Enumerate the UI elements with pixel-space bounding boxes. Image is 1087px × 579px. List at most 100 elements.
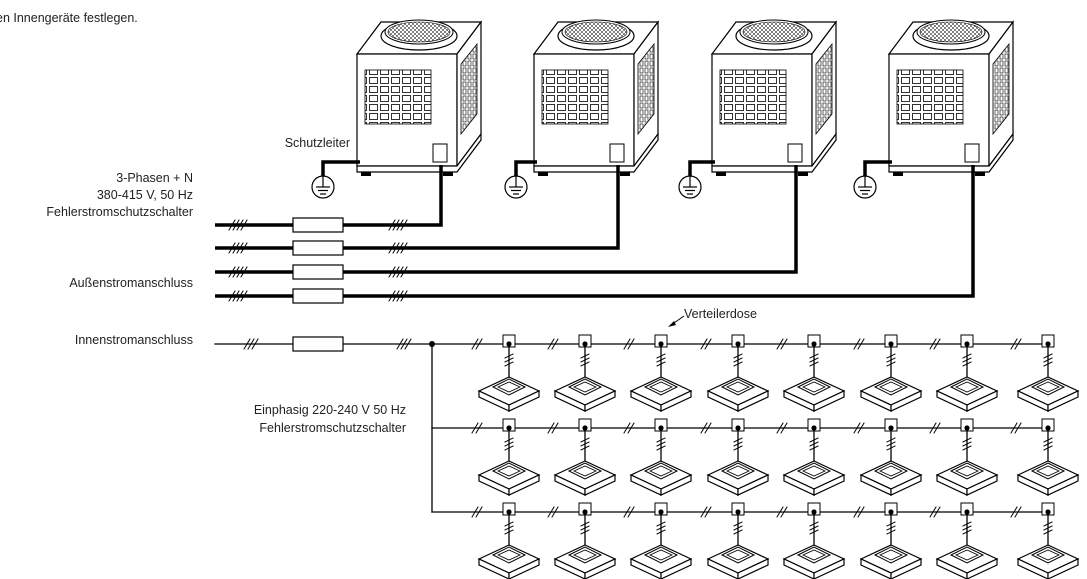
phase-hatch-mark xyxy=(228,242,236,254)
cassette-indoor-unit-icon xyxy=(860,376,922,412)
branch-hatch-mark xyxy=(700,506,708,518)
phase-hatch-mark xyxy=(243,338,251,350)
branch-hatch-mark xyxy=(551,506,559,518)
drop-hatch-mark xyxy=(1043,361,1053,367)
fuse-icon xyxy=(292,217,344,233)
drop-hatch-mark xyxy=(504,361,514,367)
drop-hatch-mark xyxy=(1043,445,1053,451)
label-indoor-supply: Innenstromanschluss xyxy=(75,333,193,347)
drop-hatch-mark xyxy=(1043,441,1053,447)
branch-hatch-mark xyxy=(933,338,941,350)
branch-hatch-mark xyxy=(780,338,788,350)
drop-hatch-mark xyxy=(1043,437,1053,443)
cassette-indoor-unit-icon xyxy=(936,376,998,412)
branch-hatch-mark xyxy=(1014,422,1022,434)
label-junction-box: Verteilerdose xyxy=(684,307,757,321)
phase-hatch-mark xyxy=(388,242,396,254)
phase-hatch-mark xyxy=(232,290,240,302)
drop-hatch-mark xyxy=(809,361,819,367)
outdoor-unit-icon xyxy=(711,19,837,177)
branch-hatch-mark xyxy=(933,422,941,434)
fuse-icon xyxy=(292,240,344,256)
phase-hatch-mark xyxy=(388,266,396,278)
outdoor-supply-line xyxy=(215,165,798,274)
branch-hatch-mark xyxy=(627,506,635,518)
branch-hatch-mark xyxy=(929,422,937,434)
drop-hatch-mark xyxy=(962,361,972,367)
drop-hatch-mark xyxy=(580,525,590,531)
branch-hatch-mark xyxy=(547,422,555,434)
phase-hatch-mark xyxy=(396,219,404,231)
phase-hatch-mark xyxy=(228,219,236,231)
cassette-indoor-unit-icon xyxy=(630,460,692,496)
phase-hatch-mark xyxy=(400,219,408,231)
fuse-icon xyxy=(292,288,344,304)
branch-hatch-mark xyxy=(471,422,479,434)
branch-hatch-mark xyxy=(623,338,631,350)
phase-hatch-mark xyxy=(240,219,248,231)
phase-hatch-mark xyxy=(388,219,396,231)
phase-hatch-mark xyxy=(240,290,248,302)
drop-hatch-mark xyxy=(809,441,819,447)
drop-hatch-mark xyxy=(580,361,590,367)
drop-hatch-mark xyxy=(504,521,514,527)
phase-hatch-mark xyxy=(388,290,396,302)
drop-hatch-mark xyxy=(504,529,514,535)
cassette-indoor-unit-icon xyxy=(1017,460,1079,496)
drop-hatch-mark xyxy=(656,437,666,443)
drop-hatch-mark xyxy=(656,529,666,535)
drop-hatch-mark xyxy=(656,445,666,451)
drop-hatch-mark xyxy=(656,353,666,359)
phase-hatch-mark xyxy=(400,338,408,350)
branch-hatch-mark xyxy=(853,338,861,350)
drop-hatch-mark xyxy=(733,441,743,447)
drop-hatch-mark xyxy=(504,441,514,447)
drop-hatch-mark xyxy=(504,437,514,443)
label-three-phase-3: Fehlerstromschutzschalter xyxy=(46,205,193,219)
cassette-indoor-unit-icon xyxy=(860,460,922,496)
cassette-indoor-unit-icon xyxy=(554,376,616,412)
drop-hatch-mark xyxy=(809,521,819,527)
phase-hatch-mark xyxy=(236,266,244,278)
label-single-phase-1: Einphasig 220-240 V 50 Hz xyxy=(254,403,406,417)
cassette-indoor-unit-icon xyxy=(936,460,998,496)
protective-conductor-line xyxy=(514,160,537,176)
drop-hatch-mark xyxy=(656,357,666,363)
cassette-indoor-unit-icon xyxy=(554,460,616,496)
drop-hatch-mark xyxy=(962,437,972,443)
drop-hatch-mark xyxy=(962,441,972,447)
label-outdoor-supply: Außenstromanschluss xyxy=(69,276,193,290)
label-three-phase-2: 380-415 V, 50 Hz xyxy=(97,188,193,202)
earth-ground-icon xyxy=(678,175,702,199)
earth-ground-icon xyxy=(853,175,877,199)
drop-hatch-mark xyxy=(733,445,743,451)
drop-hatch-mark xyxy=(1043,353,1053,359)
cassette-indoor-unit-icon xyxy=(478,544,540,579)
phase-hatch-mark xyxy=(400,242,408,254)
branch-hatch-mark xyxy=(776,506,784,518)
drop-hatch-mark xyxy=(886,529,896,535)
drop-hatch-mark xyxy=(962,529,972,535)
phase-hatch-mark xyxy=(228,266,236,278)
drop-hatch-mark xyxy=(580,529,590,535)
drop-hatch-mark xyxy=(733,353,743,359)
drop-hatch-mark xyxy=(733,357,743,363)
cassette-indoor-unit-icon xyxy=(707,376,769,412)
drop-hatch-mark xyxy=(580,357,590,363)
drop-hatch-mark xyxy=(656,441,666,447)
cassette-indoor-unit-icon xyxy=(630,376,692,412)
phase-hatch-mark xyxy=(236,290,244,302)
outdoor-unit-icon xyxy=(888,19,1014,177)
label-three-phase-1: 3-Phasen + N xyxy=(116,171,193,185)
branch-hatch-mark xyxy=(704,422,712,434)
branch-hatch-mark xyxy=(1010,506,1018,518)
branch-hatch-mark xyxy=(547,506,555,518)
branch-hatch-mark xyxy=(704,338,712,350)
drop-hatch-mark xyxy=(1043,357,1053,363)
drop-hatch-mark xyxy=(733,521,743,527)
drop-hatch-mark xyxy=(733,361,743,367)
drop-hatch-mark xyxy=(580,353,590,359)
branch-hatch-mark xyxy=(857,338,865,350)
branch-hatch-mark xyxy=(853,422,861,434)
